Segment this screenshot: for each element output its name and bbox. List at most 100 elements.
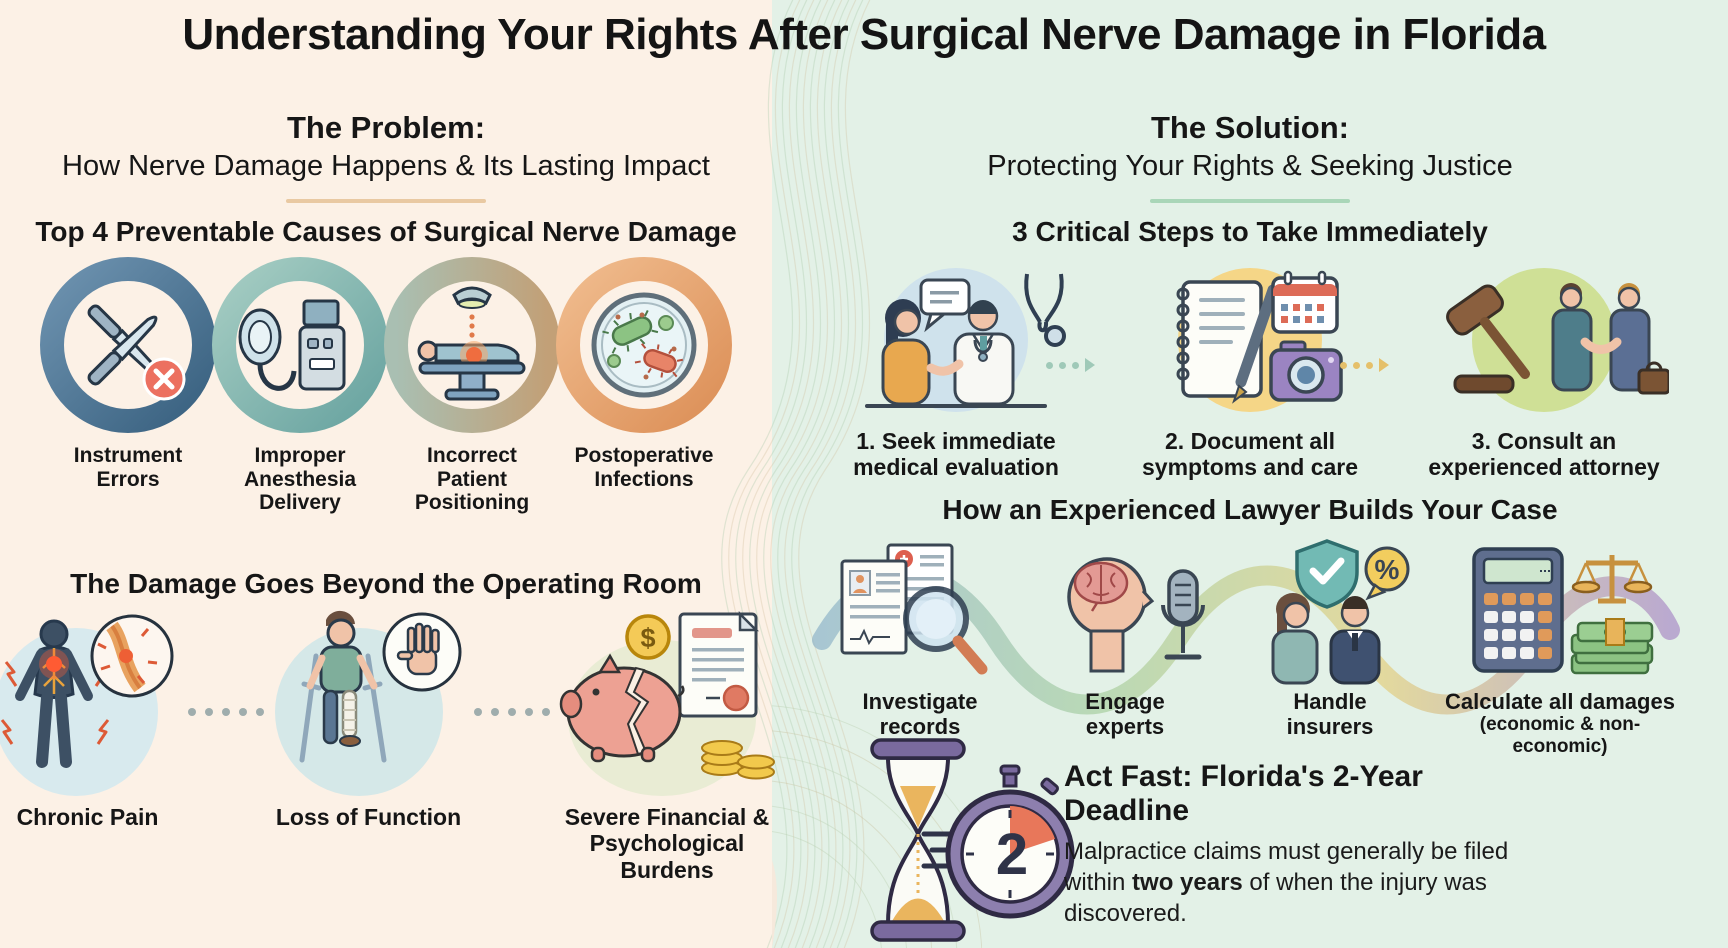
problem-column: The Problem: How Nerve Damage Happens & … (0, 0, 775, 948)
magnifier-icon (903, 586, 988, 675)
lawyer-investigate-records: Investigate records (815, 535, 1025, 740)
lawyer-engage-experts: Engage experts (1025, 535, 1225, 740)
camera-icon (1269, 340, 1343, 402)
damage-label: Severe Financial & Psychological Burdens (564, 804, 770, 883)
solution-heading: The Solution: (1150, 110, 1350, 145)
piggy-bank (559, 653, 685, 763)
client-figure (1551, 283, 1593, 392)
briefcase-icon (1637, 361, 1669, 395)
damage-heading: The Damage Goes Beyond the Operating Roo… (70, 568, 702, 599)
stethoscope-icon (1024, 273, 1066, 347)
deadline-heading: Act Fast: Florida's 2-Year Deadline (1064, 760, 1423, 827)
calculator-money-scales-icon (1472, 547, 1654, 675)
anesthesia-mask-icon (212, 257, 388, 433)
cause-instrument-errors: Instrument Errors (39, 256, 217, 515)
damage-financial-burdens: $ Severe Financial & Psychological Burde… (550, 600, 785, 883)
shield-adjusters-icon: % (1271, 539, 1410, 685)
deadline-body-post: of when the injury was discovered. (1064, 869, 1487, 928)
step-document-symptoms: 2. Document all symptoms and care (1125, 258, 1375, 481)
step-arrow-1 (1046, 358, 1095, 372)
step-medical-evaluation: 1. Seek immediate medical evaluation (831, 258, 1081, 481)
step-label: 3. Consult an experienced attorney (1428, 428, 1660, 481)
lawyer-sublabel: (economic & non-economic) (1479, 714, 1641, 758)
deadline-section: 2 Act Fast: Florida's 2-Year Deadline Ma… (772, 732, 1728, 948)
svg-text:$: $ (640, 623, 655, 653)
dotted-separator (187, 708, 264, 716)
lawyer-label: Engage experts (1085, 689, 1165, 740)
solution-subheading: Protecting Your Rights & Seeking Justice (987, 150, 1513, 182)
microphone (1161, 569, 1205, 660)
calendar-icon (1271, 270, 1339, 334)
stopwatch-icon: 2 (921, 764, 1075, 919)
lawyer-heading: How an Experienced Lawyer Builds Your Ca… (942, 494, 1558, 525)
chronic-pain-icon (0, 614, 173, 796)
lawyer-handle-insurers: % Handle in (1225, 535, 1435, 740)
adjuster-woman (1271, 593, 1319, 685)
brain (1073, 561, 1129, 612)
step-arrow-2 (1340, 358, 1389, 372)
solution-heading-block: The Solution: Protecting Your Rights & S… (772, 110, 1728, 203)
brain-microphone-icon (1067, 557, 1205, 673)
damage-label: Loss of Function (275, 804, 462, 830)
coin-stacks (700, 740, 775, 780)
lawyer-row: Investigate records (800, 535, 1700, 758)
notebook (1176, 280, 1263, 398)
medical-bill-document (678, 610, 759, 718)
damage-label: Chronic Pain (16, 804, 159, 830)
deadline-body: Malpractice claims must generally be fil… (1064, 836, 1544, 930)
lawyer-label: Calculate all damages (1445, 689, 1675, 714)
nerve-closeup-callout (90, 614, 173, 698)
problem-underline (286, 199, 486, 203)
damage-chronic-pain: Chronic Pain (0, 600, 188, 830)
causes-heading: Top 4 Preventable Causes of Surgical Ner… (35, 216, 737, 247)
problem-subheading: How Nerve Damage Happens & Its Lasting I… (62, 150, 710, 182)
petri-dish-icon (556, 257, 732, 433)
shield-check-icon (1295, 539, 1359, 609)
dotted-separator (473, 708, 550, 716)
cause-label: Instrument Errors (73, 444, 183, 491)
calculator-icon (1472, 547, 1564, 673)
records-magnifier-icon (840, 543, 988, 675)
solution-underline (1150, 199, 1350, 203)
handshake (1580, 337, 1622, 354)
gavel-handshake-icon (1446, 268, 1669, 412)
steps-heading: 3 Critical Steps to Take Immediately (1012, 216, 1488, 247)
problem-heading-block: The Problem: How Nerve Damage Happens & … (0, 110, 772, 203)
operating-table-icon (384, 257, 560, 433)
lawyer-label: Investigate records (862, 689, 978, 740)
svg-text:%: % (1375, 554, 1400, 585)
cause-improper-anesthesia: Improper Anesthesia Delivery (211, 256, 389, 515)
cause-postoperative-infections: Postoperative Infections (555, 256, 733, 515)
error-x-badge (142, 357, 186, 401)
solution-column: The Solution: Protecting Your Rights & S… (772, 0, 1728, 948)
stopwatch-number: 2 (996, 822, 1028, 887)
scales-icon (1571, 555, 1653, 604)
dollar-coin: $ (624, 614, 671, 660)
deadline-text-block: Act Fast: Florida's 2-Year Deadline Malp… (1064, 760, 1544, 930)
step-label: 1. Seek immediate medical evaluation (853, 428, 1059, 481)
step-label: 2. Document all symptoms and care (1141, 428, 1359, 481)
gavel-icon (1446, 284, 1530, 394)
money-stack-icon (1570, 618, 1654, 675)
step-consult-attorney: 3. Consult an experienced attorney (1419, 258, 1669, 481)
cause-incorrect-positioning: Incorrect Patient Positioning (383, 256, 561, 515)
cause-label: Improper Anesthesia Delivery (243, 444, 357, 515)
lawyer-label: Handle insurers (1286, 689, 1374, 740)
page-title: Understanding Your Rights After Surgical… (182, 10, 1546, 59)
doctor-figure (926, 300, 1015, 406)
problem-heading: The Problem: (286, 110, 486, 145)
pen-icon (1232, 284, 1279, 404)
adjuster-man (1329, 596, 1381, 685)
hourglass-icon (870, 738, 966, 942)
crutches-icon (274, 610, 461, 796)
hand-callout (382, 612, 461, 692)
steps-row: 1. Seek immediate medical evaluation (772, 258, 1728, 481)
patient-figure (881, 299, 931, 406)
notebook-camera-icon (1176, 268, 1343, 412)
percent-bubble-icon: % (1364, 546, 1410, 601)
cause-label: Incorrect Patient Positioning (414, 444, 530, 515)
crossed-scalpels-icon (40, 257, 216, 433)
damage-row: Chronic Pain (0, 600, 775, 883)
speech-bubble-icon (919, 278, 971, 333)
